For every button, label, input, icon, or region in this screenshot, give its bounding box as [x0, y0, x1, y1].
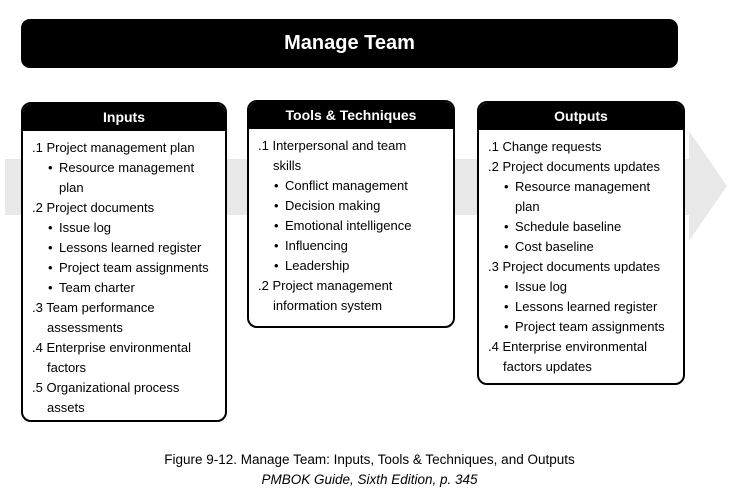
- numbered-list-item: .5 Organizational process assets: [32, 380, 180, 415]
- bullet-list-item: Cost baseline: [504, 237, 680, 257]
- bullet-list-item: Resource management plan: [48, 158, 222, 198]
- bullet-list-item: Schedule baseline: [504, 217, 680, 237]
- bullet-list-item: Emotional intelligence: [274, 216, 450, 236]
- inputs-list: .1 Project management planResource manag…: [23, 131, 225, 418]
- numbered-list-item: .3 Project documents updates: [488, 259, 660, 274]
- outputs-header: Outputs: [479, 103, 683, 130]
- bullet-list-item: Issue log: [48, 218, 222, 238]
- itto-box-inputs: Inputs .1 Project management planResourc…: [21, 102, 227, 422]
- itto-box-outputs: Outputs .1 Change requests .2 Project doc…: [477, 101, 685, 385]
- bullet-list-item: Project team assignments: [48, 258, 222, 278]
- itto-box-tools-techniques: Tools & Techniques .1 Interpersonal and …: [247, 100, 455, 328]
- numbered-list-item: .1 Interpersonal and team skills: [258, 138, 407, 173]
- numbered-list-item: .3 Team performance assessments: [32, 300, 155, 335]
- process-title: Manage Team: [284, 32, 415, 54]
- numbered-list-item: .2 Project documents: [32, 200, 155, 215]
- bullet-list-item: Resource management plan: [504, 177, 680, 217]
- figure-caption-source: PMBOK Guide, Sixth Edition, p. 345: [261, 472, 478, 487]
- bullet-list-item: Lessons learned register: [48, 238, 222, 258]
- bullet-list-item: Project team assignments: [504, 317, 680, 337]
- bullet-list-item: Conflict management: [274, 176, 450, 196]
- numbered-list-item: .2 Project management information system: [258, 278, 393, 313]
- tools-techniques-header: Tools & Techniques: [249, 102, 453, 129]
- bullet-list-item: Influencing: [274, 236, 450, 256]
- numbered-list-item: .1 Change requests: [488, 139, 602, 154]
- tools-techniques-list: .1 Interpersonal and team skillsConflict…: [249, 129, 453, 316]
- numbered-list-item: .4 Enterprise environmental factors upda…: [488, 339, 647, 374]
- bullet-list-item: Issue log: [504, 277, 680, 297]
- bullet-list-item: Team charter: [48, 278, 222, 298]
- bullet-list-item: Decision making: [274, 196, 450, 216]
- inputs-header: Inputs: [23, 104, 225, 131]
- process-title-bar: Manage Team: [21, 19, 678, 68]
- bullet-list-item: Leadership: [274, 256, 450, 276]
- numbered-list-item: .2 Project documents updates: [488, 159, 660, 174]
- bullet-list-item: Lessons learned register: [504, 297, 680, 317]
- figure-caption-title: Figure 9-12. Manage Team: Inputs, Tools …: [164, 452, 575, 467]
- outputs-list: .1 Change requests .2 Project documents u…: [479, 130, 683, 377]
- figure-caption: Figure 9-12. Manage Team: Inputs, Tools …: [0, 450, 739, 490]
- numbered-list-item: .1 Project management plan: [32, 140, 195, 155]
- numbered-list-item: .4 Enterprise environmental factors: [32, 340, 191, 375]
